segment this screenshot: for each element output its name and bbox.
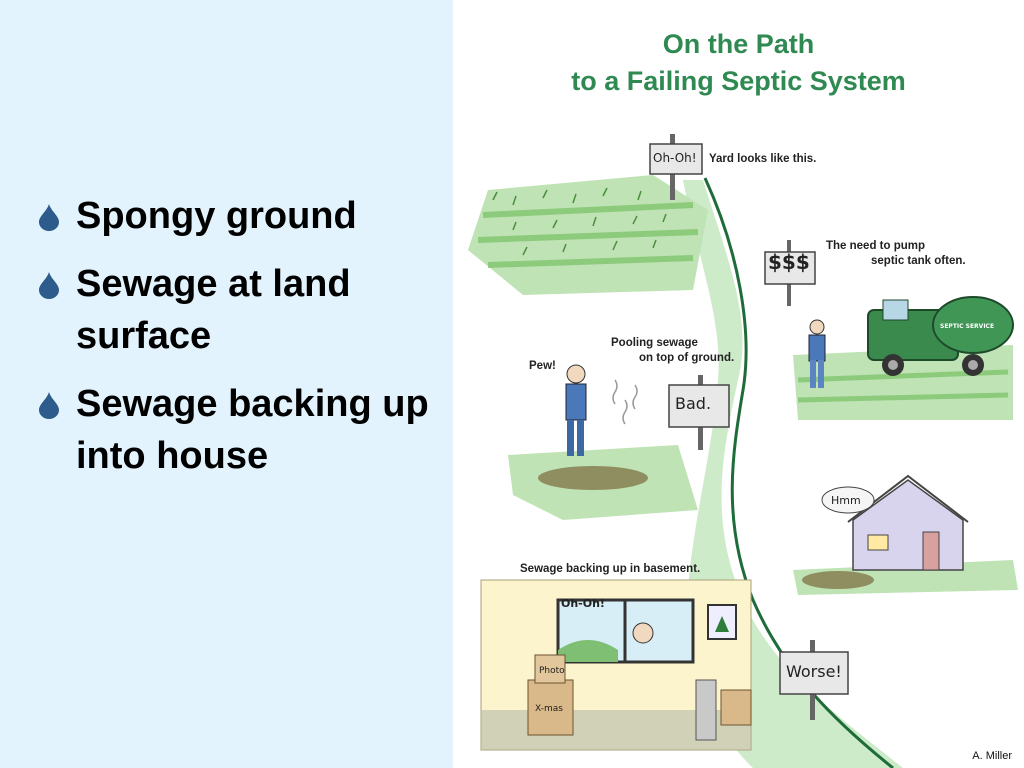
bullet-panel: Spongy ground Sewage at land surface Sew… [0,0,453,768]
box-photo-label: Photo [539,666,565,676]
bullet-text: Sewage backing up into house [76,383,429,477]
bullet-list: Spongy ground Sewage at land surface Sew… [38,190,448,498]
box-xmas-label: X-mas [535,704,563,714]
septic-truck-scene [793,296,1014,420]
septic-path-illustration [468,134,1018,768]
title-line-2: to a Failing Septic System [571,66,906,96]
water-drop-icon [39,392,59,419]
sign-dollars-label: $$$ [768,250,810,274]
caption-pump-line2: septic tank often. [871,255,966,267]
truck-label: SEPTIC SERVICE [940,323,995,330]
bullet-text: Sewage at land surface [76,263,351,357]
sign-worse-label: Worse! [786,662,842,681]
septic-illustration-panel: On the Path to a Failing Septic System [453,0,1024,768]
basement-scene [480,579,752,751]
bullet-item: Spongy ground [38,190,448,242]
title-line-1: On the Path [662,29,815,59]
sign-bad-label: Bad. [675,394,712,413]
bullet-text: Spongy ground [76,195,357,237]
house-scene [793,474,1018,595]
caption-pew: Pew! [529,360,556,372]
caption-pooling-line1: Pooling sewage [611,337,698,349]
pooling-sewage-scene [508,364,730,520]
caption-basement: Sewage backing up in basement. [520,563,701,575]
bullet-item: Sewage at land surface [38,258,448,362]
water-drop-icon [39,272,59,299]
caption-pump-line1: The need to pump [826,240,926,252]
water-drop-icon [39,204,59,231]
sign-dollars [764,240,816,306]
speech-hmm: Hmm [831,494,861,507]
sign-ohoh-label: Oh-Oh! [653,151,697,165]
spongy-yard-plot [468,175,708,295]
figure-title: On the Path to a Failing Septic System [453,26,1024,100]
image-credit: A. Miller [972,750,1012,762]
caption-yard: Yard looks like this. [709,153,817,165]
sign-ohoh [649,134,703,200]
sign-worse [779,640,849,720]
window-ohoh-label: Oh-Oh! [561,597,605,610]
bullet-item: Sewage backing up into house [38,378,448,482]
caption-pooling-line2: on top of ground. [639,352,735,364]
